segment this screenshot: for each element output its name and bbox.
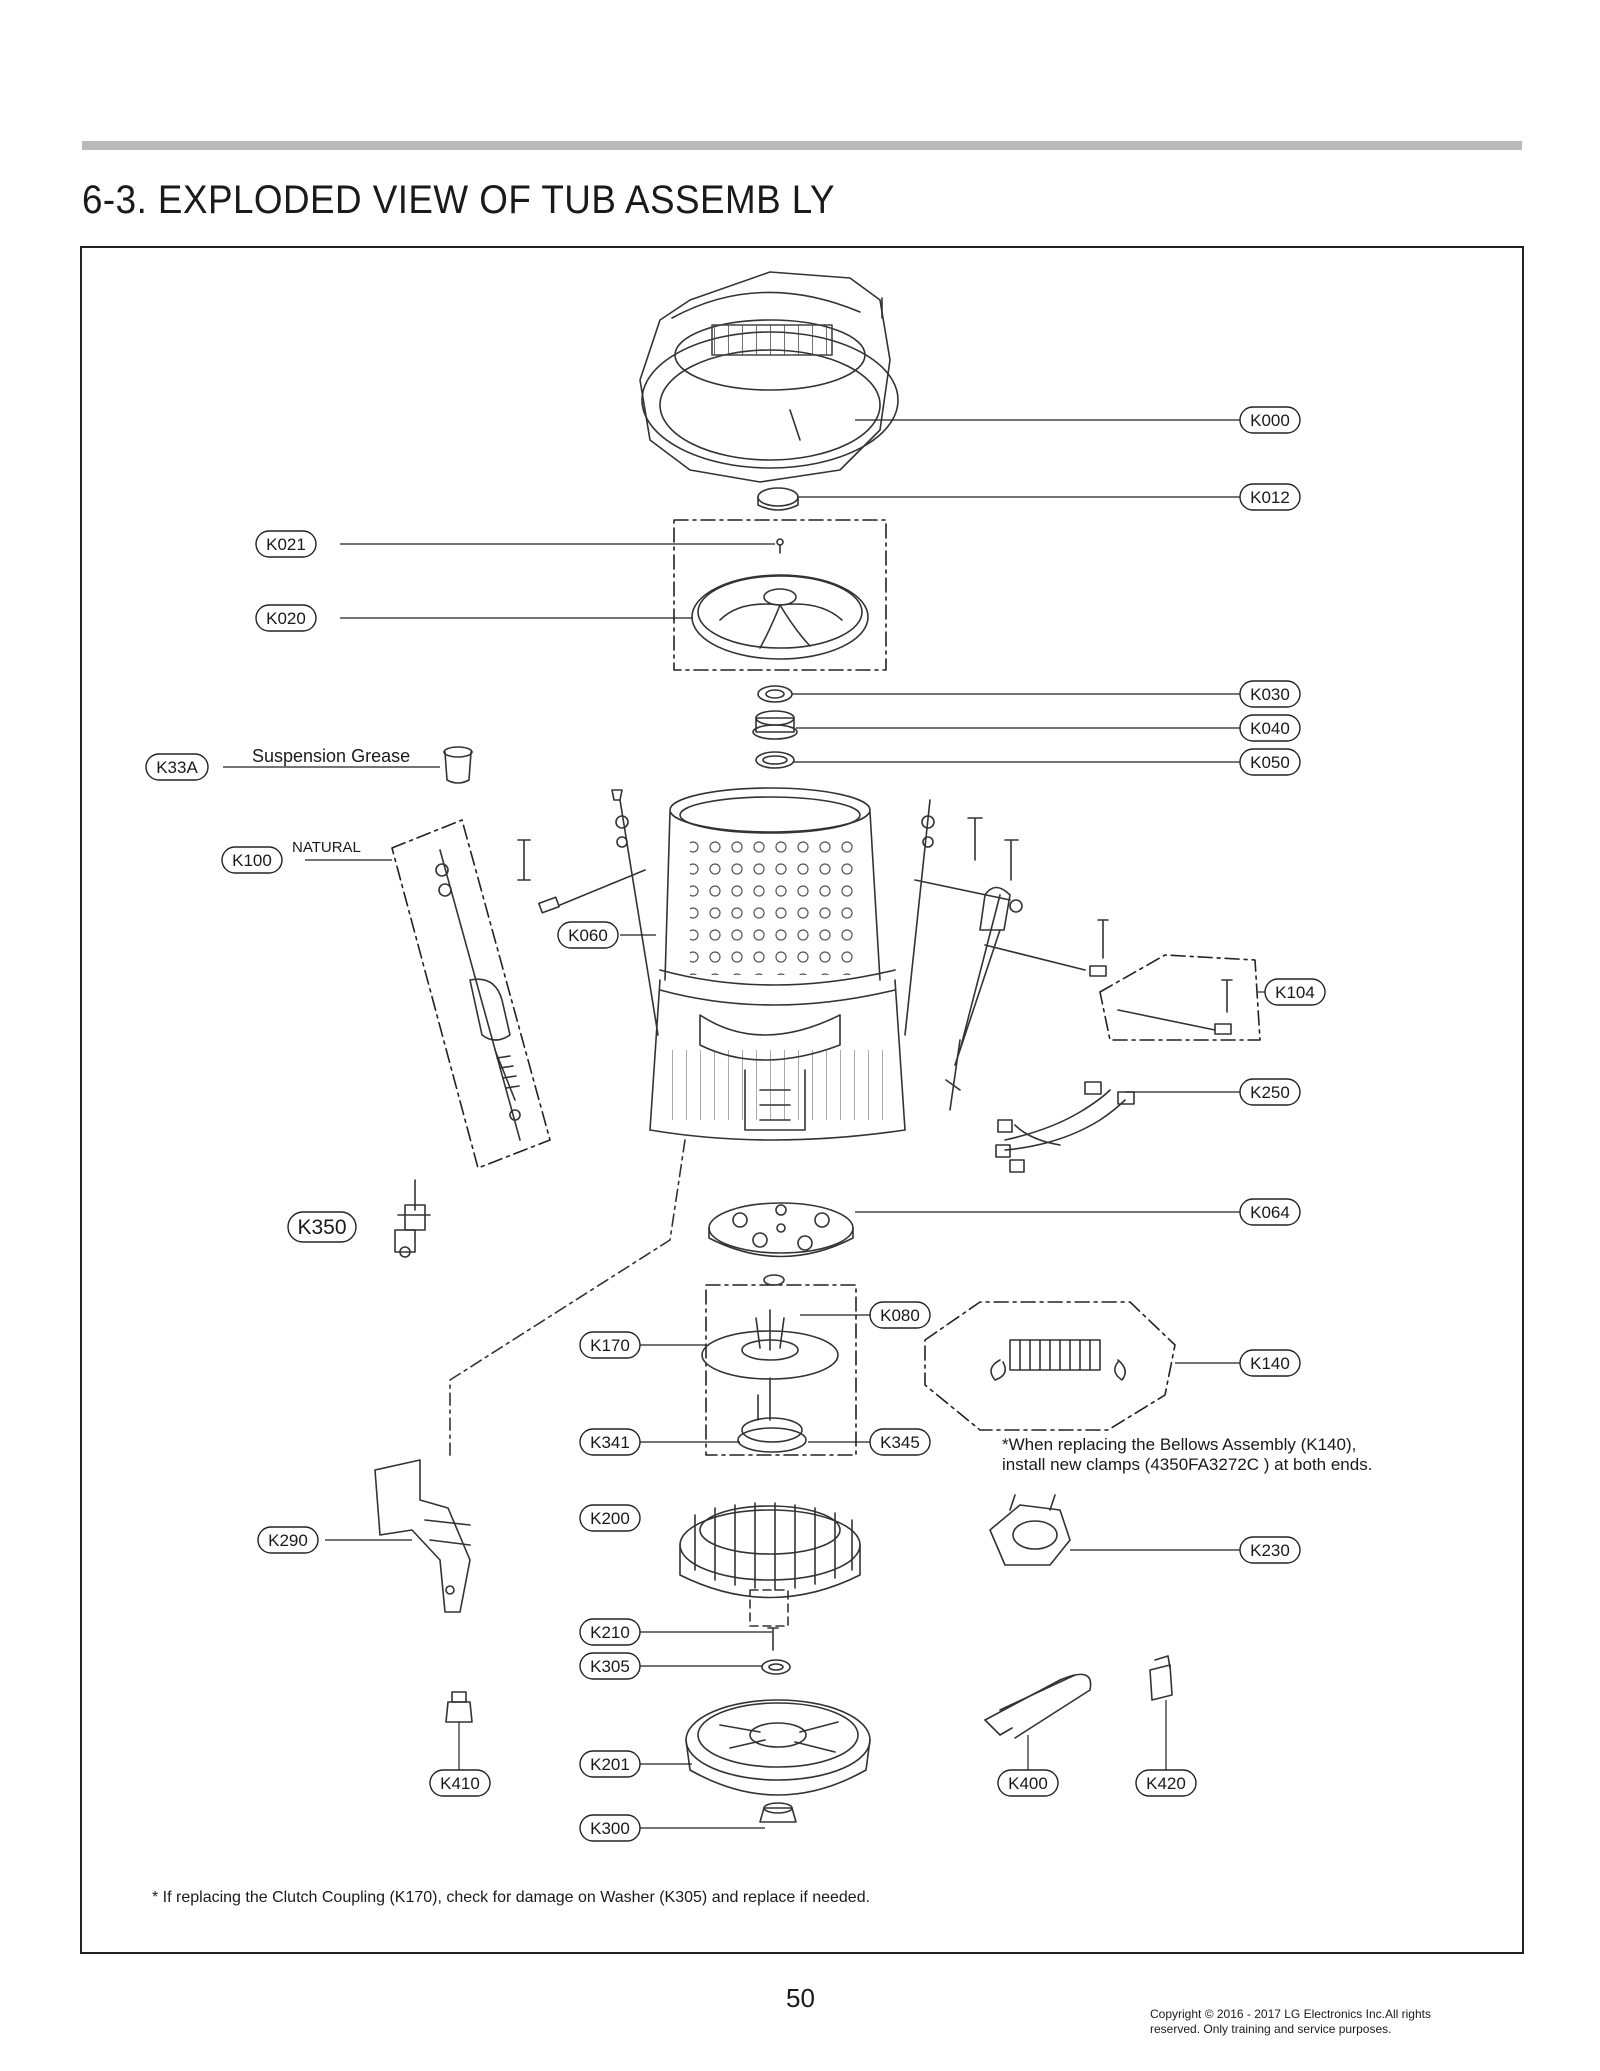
callout-k021: K021 — [266, 535, 306, 554]
grease-jar-part — [443, 746, 473, 784]
copyright-line1: Copyright © 2016 - 2017 LG Electronics I… — [1150, 2007, 1431, 2021]
tub-cover-part — [639, 271, 899, 483]
nut-part — [759, 1802, 797, 1823]
suspension-rods-right — [904, 799, 1109, 1111]
callout-k410: K410 — [440, 1774, 480, 1793]
pulsator-box — [673, 519, 887, 671]
bracket-part — [374, 1459, 471, 1613]
washer-nut-stack — [752, 685, 798, 769]
callout-k250: K250 — [1250, 1083, 1290, 1102]
leader-dashed — [449, 1139, 686, 1461]
stator-part — [679, 1502, 861, 1627]
clip-part-k420 — [1149, 1655, 1173, 1701]
callout-k012: K012 — [1250, 488, 1290, 507]
callout-k345: K345 — [880, 1433, 920, 1452]
copyright-line2: reserved. Only training and service purp… — [1150, 2022, 1392, 2036]
suspension-rods-left — [517, 789, 659, 1036]
bellows-note-line2: install new clamps (4350FA3272C ) at bot… — [1002, 1455, 1372, 1474]
suspension-grease-label: Suspension Grease — [252, 746, 410, 766]
callout-ovals — [145, 406, 1326, 1842]
page-number: 50 — [786, 1983, 815, 2013]
callout-k040: K040 — [1250, 719, 1290, 738]
callout-k400: K400 — [1008, 1774, 1048, 1793]
wiring-harness-part — [995, 1081, 1135, 1173]
callout-k350: K350 — [297, 1216, 346, 1239]
callout-k33a: K33A — [156, 758, 198, 777]
diagram-frame — [80, 246, 1524, 1954]
callout-k000: K000 — [1250, 411, 1290, 430]
bolt-washer — [761, 1627, 791, 1675]
callout-k030: K030 — [1250, 685, 1290, 704]
natural-label: NATURAL — [292, 839, 361, 856]
callout-k060: K060 — [568, 926, 608, 945]
page-title: 6-3. EXPLODED VIEW OF TUB ASSEMB LY — [82, 178, 836, 222]
clutch-box — [701, 1274, 857, 1456]
heater-part — [984, 1673, 1092, 1739]
callout-k290: K290 — [268, 1531, 308, 1550]
callout-k300: K300 — [590, 1819, 630, 1838]
clutch-note: * If replacing the Clutch Coupling (K170… — [152, 1889, 870, 1906]
callout-k064: K064 — [1250, 1203, 1290, 1222]
callout-k100: K100 — [232, 851, 272, 870]
cap-part — [757, 487, 799, 511]
callout-k170: K170 — [590, 1336, 630, 1355]
callout-k201: K201 — [590, 1755, 630, 1774]
copyright: Copyright © 2016 - 2017 LG Electronics I… — [1150, 2007, 1480, 2037]
callout-k020: K020 — [266, 609, 306, 628]
callout-k080: K080 — [880, 1306, 920, 1325]
callout-k210: K210 — [590, 1623, 630, 1642]
bellows-note-line1: *When replacing the Bellows Assembly (K1… — [1002, 1435, 1356, 1454]
top-rule — [82, 141, 1522, 150]
bellows-box-k140 — [924, 1301, 1176, 1431]
callout-k200: K200 — [590, 1509, 630, 1528]
sensor-part — [394, 1179, 431, 1258]
callout-k420: K420 — [1146, 1774, 1186, 1793]
callout-k140: K140 — [1250, 1354, 1290, 1373]
drain-motor-part — [989, 1494, 1071, 1566]
rotor-part — [685, 1699, 871, 1796]
leader-lines — [223, 419, 1265, 1829]
suspension-rod-box-k100 — [391, 819, 551, 1169]
callout-k341: K341 — [590, 1433, 630, 1452]
fitting-part-k410 — [445, 1691, 473, 1723]
callout-k305: K305 — [590, 1657, 630, 1676]
spring-box-k104 — [1099, 954, 1261, 1041]
callout-k230: K230 — [1250, 1541, 1290, 1560]
tub-drum-part — [649, 787, 906, 1141]
tub-plate-part — [708, 1202, 854, 1258]
callout-k050: K050 — [1250, 753, 1290, 772]
callout-k104: K104 — [1275, 983, 1315, 1002]
